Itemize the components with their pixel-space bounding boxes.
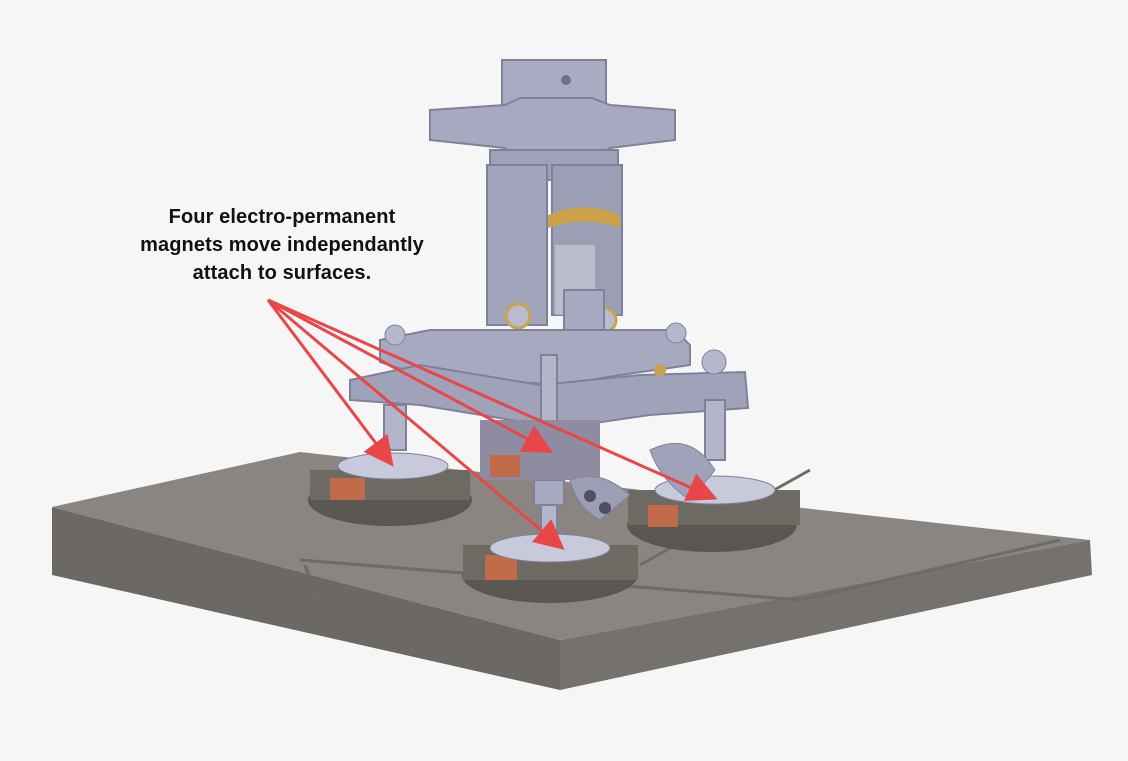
gimbal-joint	[486, 164, 623, 346]
annotation-line-1: Four electro-permanent	[168, 206, 396, 228]
annotation-line-3: attach to surfaces.	[192, 262, 372, 284]
arrow-to-right-magnet	[267, 298, 718, 501]
foot-right	[627, 399, 800, 552]
annotation-line-2: magnets move independantly	[140, 234, 424, 256]
foot-front	[462, 475, 638, 603]
upper-column	[429, 59, 676, 181]
arrow-to-left-magnet	[266, 299, 394, 467]
foot-back	[480, 420, 600, 480]
callout-arrows	[266, 298, 718, 550]
arrow-to-front-magnet	[267, 298, 565, 550]
magnet-annotation: Four electro-permanent magnets move inde…	[112, 203, 452, 287]
foot-left	[308, 404, 472, 526]
arrow-to-back-magnet	[267, 298, 554, 453]
